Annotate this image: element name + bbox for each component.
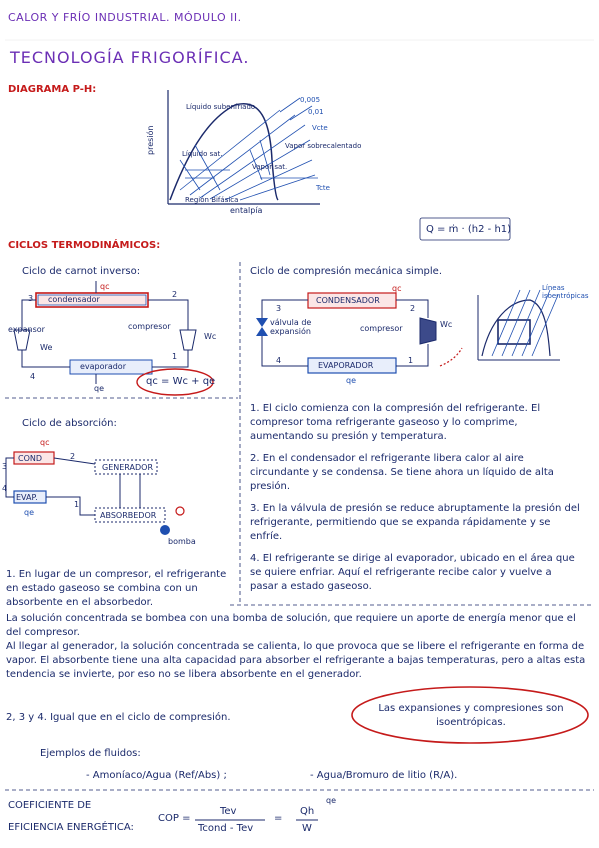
ph-sat-vapor: Vapor sat. [252, 163, 288, 171]
cycles-heading: CICLOS TERMODINÁMICOS: [8, 240, 161, 251]
course-title: CALOR Y FRÍO INDUSTRIAL. MÓDULO II. [8, 11, 242, 24]
compression-valve: válvula de expansión [270, 318, 312, 336]
compression-qc: qc [392, 284, 402, 293]
isentropic-note: Las expansiones y compresiones son isoen… [378, 703, 564, 728]
absorption-title: Ciclo de absorción: [22, 418, 117, 429]
absorption-n2: 2 [70, 452, 76, 461]
ph-sat-liquid: Líquido sat. [182, 150, 223, 158]
ph-diagram-label: DIAGRAMA P-H: [8, 84, 97, 95]
compression-step-4: 4. El refrigerante se dirige al evaporad… [250, 553, 575, 592]
absorption-absorber: ABSORBEDOR [100, 511, 157, 520]
ph-diagram-graphic [167, 90, 320, 205]
cop-label-2: EFICIENCIA ENERGÉTICA: [8, 822, 134, 833]
compression-wc: Wc [440, 320, 453, 329]
compression-isentropic: Líneas isoentrópicas [542, 284, 589, 300]
compression-n1: 1 [408, 356, 414, 365]
cop-denominator: Tcond - Tev [198, 823, 254, 834]
cop-equals: = [274, 813, 283, 824]
compression-n2: 2 [410, 304, 416, 313]
carnot-compressor: compresor [128, 322, 171, 331]
carnot-cycle-graphic [13, 281, 214, 396]
cop-label-1: COEFICIENTE DE [8, 800, 92, 811]
cop-w: W [302, 823, 312, 834]
ph-tcte-label: Tcte [316, 184, 330, 192]
carnot-wc: Wc [204, 332, 217, 341]
compression-step-1: 1. El ciclo comienza con la compresión d… [250, 403, 541, 442]
carnot-balance: qc = Wc + qe [146, 376, 216, 387]
absorption-text-3: Al llegar al generador, la solución conc… [6, 641, 586, 680]
carnot-qc: qc [100, 282, 110, 291]
ph-v1-label: 0,005 [300, 96, 321, 104]
compression-condenser: CONDENSADOR [316, 296, 380, 305]
absorption-qe: qe [24, 508, 34, 517]
absorption-cond: COND [18, 454, 43, 463]
page-title: TECNOLOGÍA FRIGORÍFICA. [10, 48, 250, 67]
ph-vcte-label: Vcte [312, 124, 328, 132]
compression-evaporator: EVAPORADOR [318, 361, 374, 370]
carnot-we: We [40, 343, 53, 352]
fluids-title: Ejemplos de fluidos: [40, 748, 141, 759]
carnot-n1: 1 [172, 352, 178, 361]
heat-formula: Q = ṁ · (h2 - h1) [426, 224, 512, 235]
compression-title: Ciclo de compresión mecánica simple. [250, 266, 443, 277]
carnot-n2: 2 [172, 290, 178, 299]
carnot-qe: qe [94, 384, 104, 393]
absorption-n1: 1 [74, 500, 80, 509]
cop-numerator: Tev [220, 806, 237, 817]
carnot-evaporator: evaporador [80, 362, 126, 371]
absorption-text-1: 1. En lugar de un compresor, el refriger… [6, 569, 227, 608]
compression-qe: qe [346, 376, 356, 385]
ph-biphasic-label: Región Bifásica [185, 196, 239, 204]
absorption-text-2: La solución concentrada se bombea con un… [6, 613, 576, 638]
note-oval [351, 686, 589, 744]
compression-step-2: 2. En el condensador el refrigerante lib… [250, 453, 554, 492]
carnot-condenser: condensador [48, 295, 100, 304]
ph-vapor-label: Vapor sobrecalentado [285, 142, 362, 150]
ph-v2-label: 0,01 [308, 108, 324, 116]
fluid-example-2: - Agua/Bromuro de litio (R/A). [310, 770, 458, 781]
carnot-title: Ciclo de carnot inverso: [22, 266, 141, 277]
absorption-qc: qc [40, 438, 50, 447]
carnot-expander: expansor [8, 325, 45, 334]
absorption-cycle-graphic [5, 451, 185, 535]
absorption-generator: GENERADOR [102, 463, 154, 472]
ph-y-axis: presión [146, 125, 155, 155]
carnot-n4: 4 [30, 372, 36, 381]
absorption-evap: EVAP. [16, 493, 38, 502]
compression-cycle-graphic [256, 289, 560, 374]
compression-step-3: 3. En la válvula de presión se reduce ab… [250, 503, 580, 542]
absorption-text-4: 2, 3 y 4. Igual que en el ciclo de compr… [6, 712, 231, 723]
ph-x-axis: entalpía [230, 206, 263, 215]
compression-n3: 3 [276, 304, 282, 313]
cop-qh: Qh [300, 806, 315, 817]
absorption-pump: bomba [168, 537, 196, 546]
compression-n4: 4 [276, 356, 282, 365]
cop-qe: qe [326, 796, 336, 805]
fluid-example-1: - Amoníaco/Agua (Ref/Abs) ; [86, 770, 227, 781]
cop-lhs: COP = [158, 813, 191, 824]
absorption-n3: 3 [2, 462, 8, 471]
carnot-n3: 3 [28, 294, 34, 303]
compression-compressor: compresor [360, 324, 403, 333]
ph-liquid-label: Líquido subenfriado [186, 103, 256, 111]
absorption-n4: 4 [2, 484, 8, 493]
